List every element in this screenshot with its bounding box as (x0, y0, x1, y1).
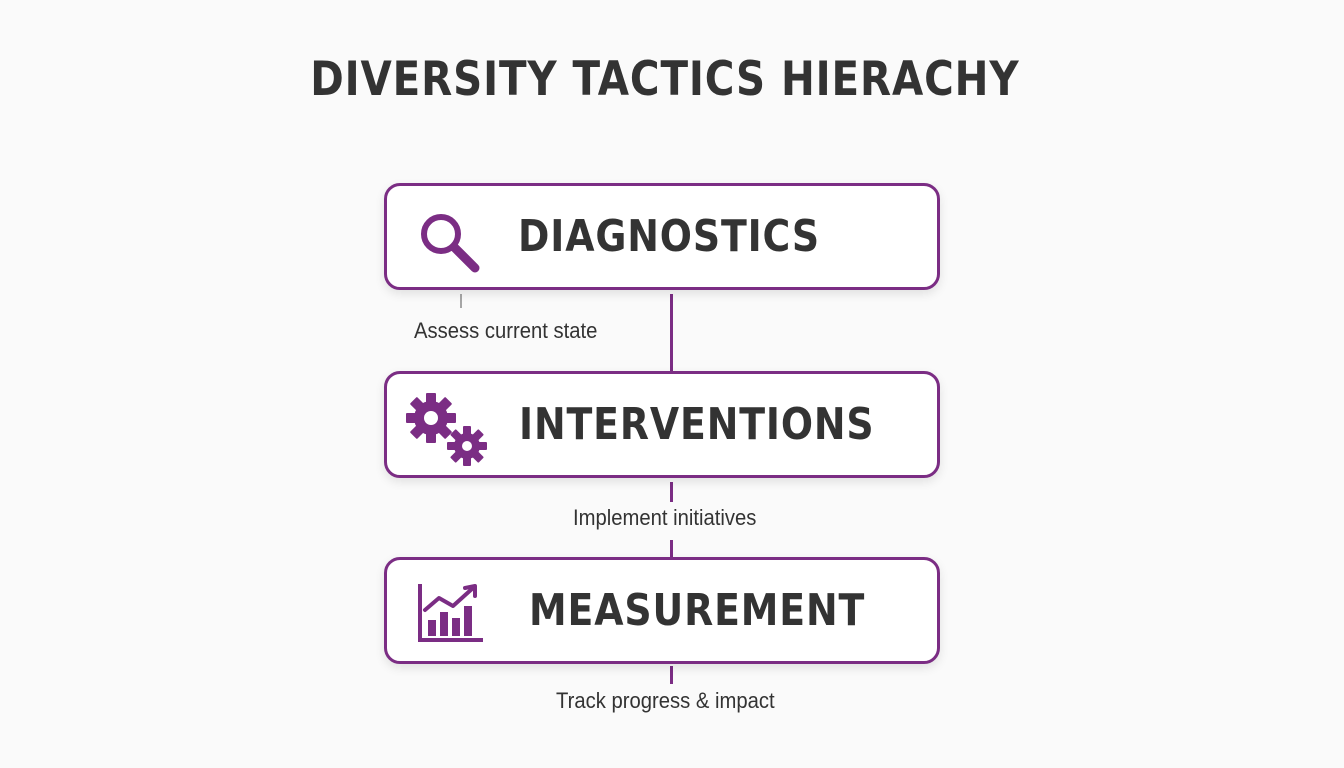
diagram-title: DIVERSITY TACTICS HIERACHY (310, 52, 1020, 107)
step-caption-diagnostics: Assess current state (414, 318, 598, 343)
step-label-measurement: MEASUREMENT (529, 585, 866, 636)
connector-line-1 (670, 294, 673, 372)
connector-line-2 (670, 482, 673, 502)
connector-line-3 (670, 666, 673, 684)
caption-tick (460, 294, 462, 308)
step-caption-measurement: Track progress & impact (556, 688, 775, 713)
step-box-diagnostics: DIAGNOSTICS (384, 183, 940, 290)
gears-icon (405, 388, 495, 477)
step-label-interventions: INTERVENTIONS (519, 399, 875, 450)
bar-chart-trend-icon (415, 580, 487, 651)
step-box-measurement: MEASUREMENT (384, 557, 940, 664)
step-box-interventions: INTERVENTIONS (384, 371, 940, 478)
step-label-diagnostics: DIAGNOSTICS (518, 211, 821, 262)
step-caption-interventions: Implement initiatives (573, 505, 757, 530)
magnifying-glass-icon (413, 208, 485, 281)
connector-line-2b (670, 540, 673, 558)
